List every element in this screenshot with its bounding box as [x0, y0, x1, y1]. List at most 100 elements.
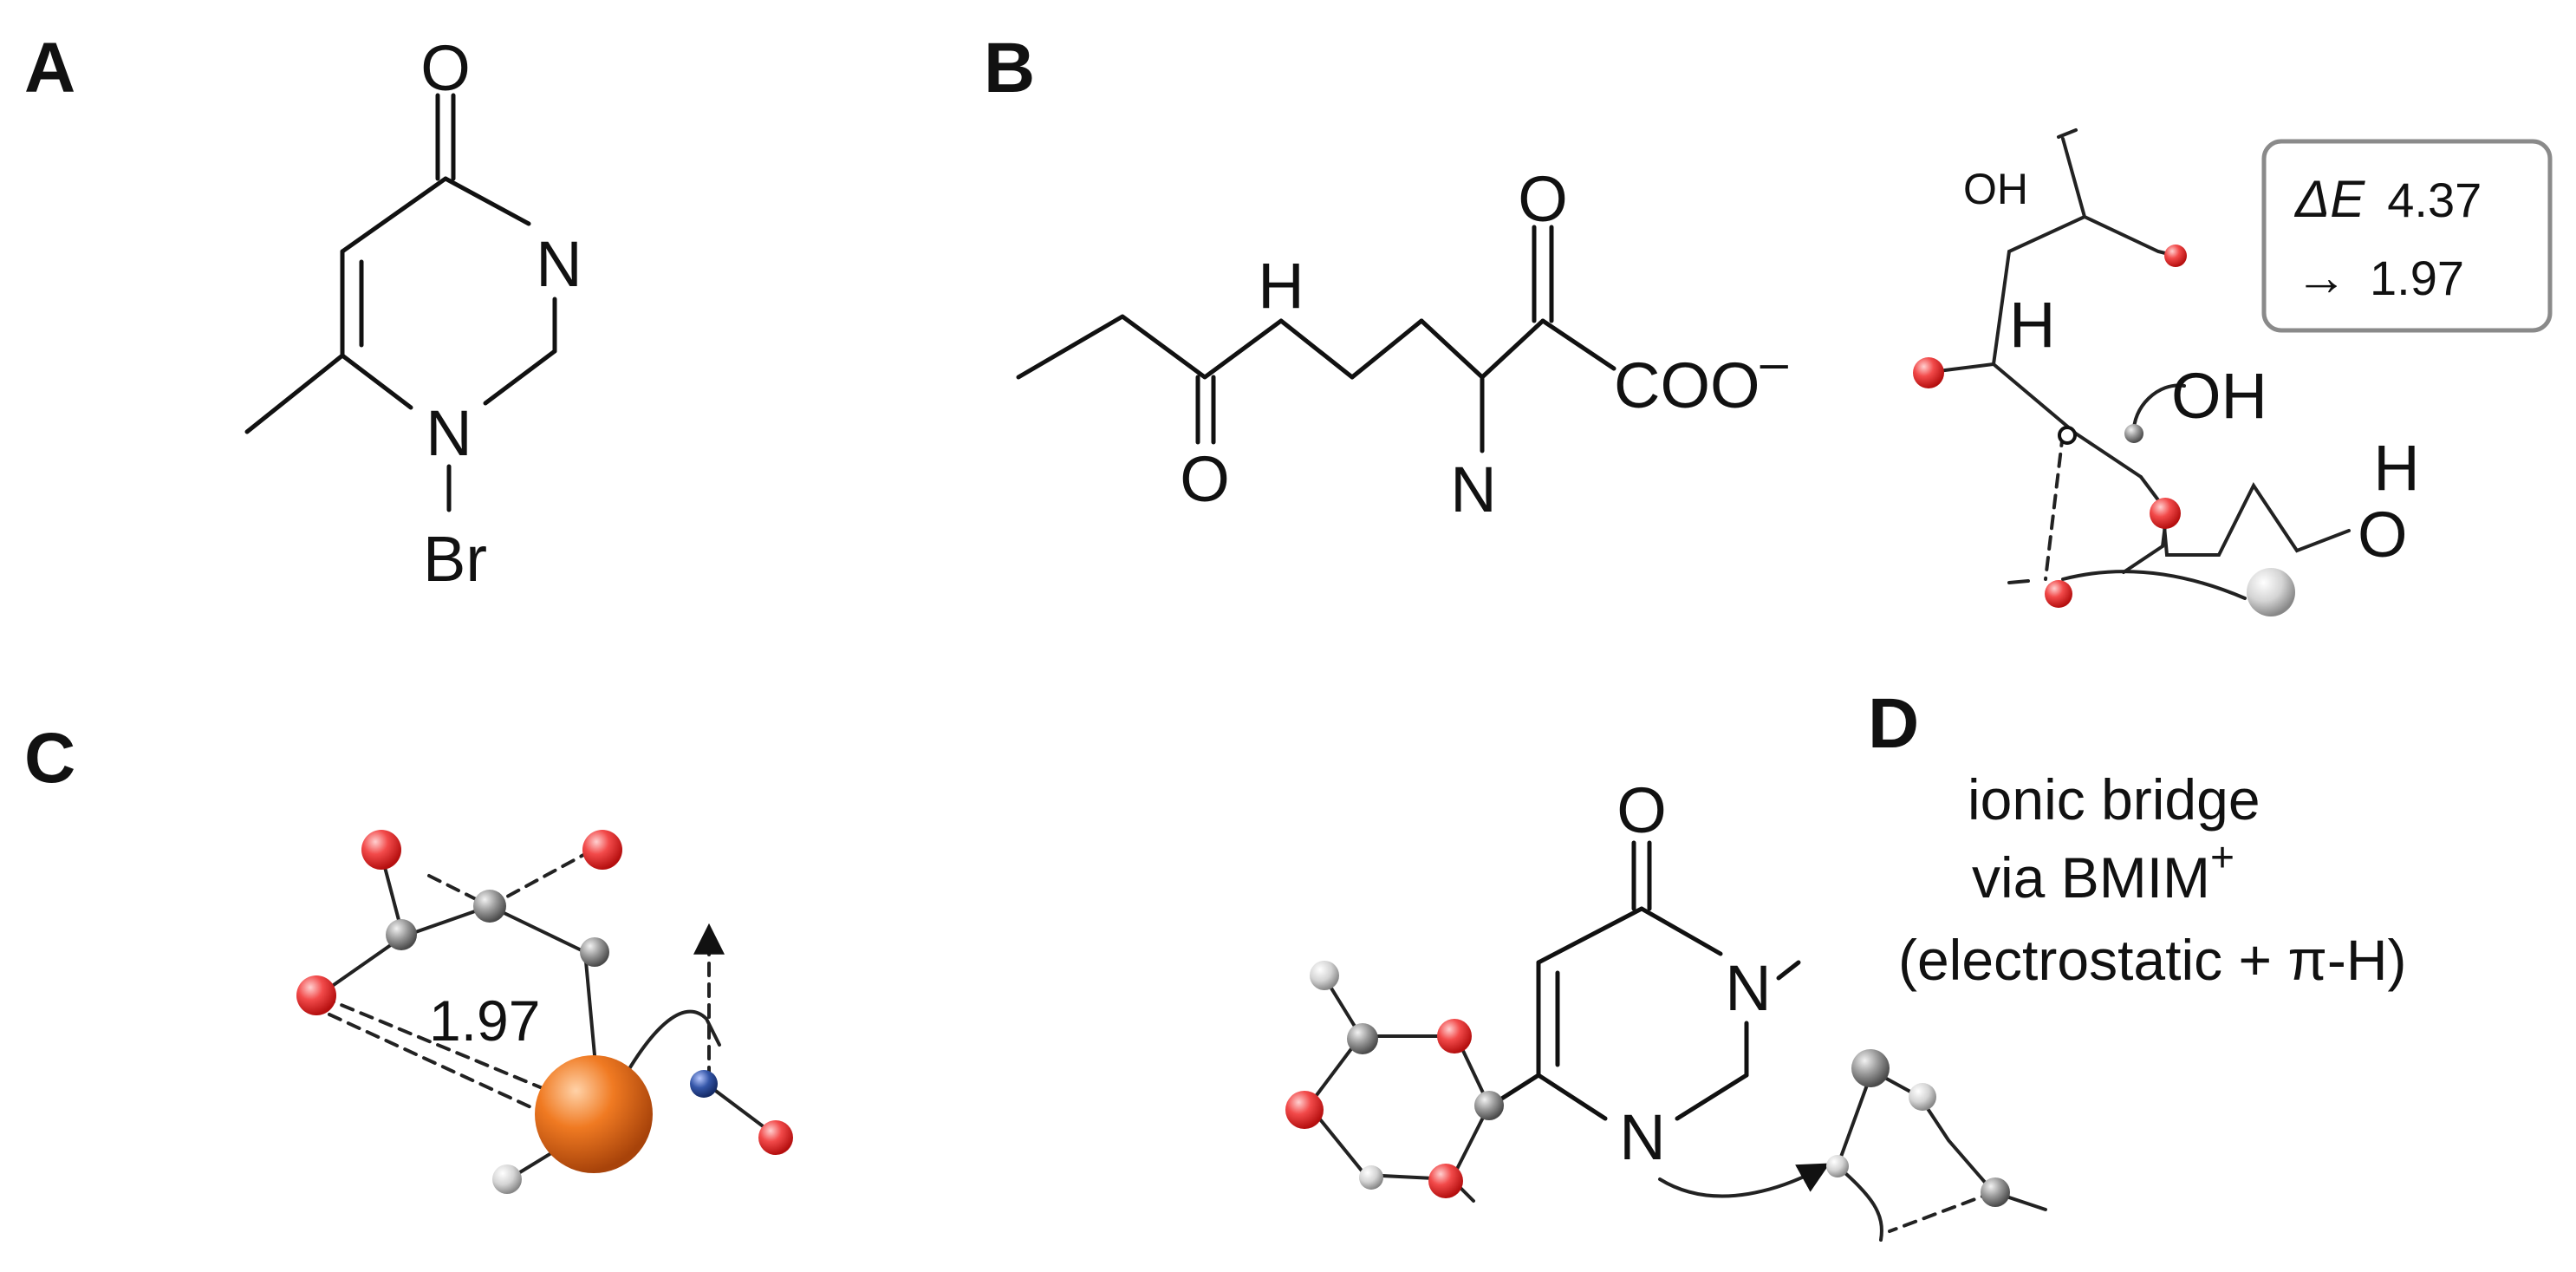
- b-model-bottom-curve: [2061, 570, 2247, 600]
- b-energy-box-frame: [2261, 139, 2553, 333]
- b-model-oh: OH: [2171, 360, 2267, 432]
- d-bond-c2-n1: [1675, 1073, 1749, 1121]
- b-model-hbond: [2044, 432, 2065, 581]
- d-title-line-3: (electrostatic + π-H): [1898, 928, 2407, 992]
- b-oxygen-atom-left: [1913, 357, 1944, 388]
- d-title-line-1: ionic bridge: [1968, 767, 2261, 832]
- c-hydrogen-atom: [492, 1164, 522, 1194]
- d-atom-n1: N: [1619, 1101, 1665, 1173]
- a-bond-n1-c6: [340, 353, 413, 410]
- d-bond-c5-c4: [1536, 906, 1644, 965]
- c-hbond-top-left: [427, 874, 491, 908]
- d-ring-oxygen-2: [1285, 1091, 1324, 1129]
- b-energy-after: 1.97: [2370, 251, 2464, 305]
- a-bond-c2-n1: [483, 349, 557, 406]
- panel-d: D ionic bridge via BMIM+ (electrostatic …: [1285, 684, 2407, 1242]
- b-atom-h: H: [1258, 250, 1304, 322]
- panel-a-label: A: [24, 29, 75, 108]
- a-atom-br: Br: [423, 523, 487, 595]
- b-hydrogen-atom-large: [2247, 568, 2295, 616]
- c-distance-line-b: [328, 1013, 548, 1116]
- b-model-top-chain: [2061, 137, 2177, 258]
- d-title-line-2: via BMIM+: [1972, 835, 2234, 910]
- b-model-h-right: H: [2373, 432, 2419, 504]
- b-model-right-chain: [2161, 482, 2351, 557]
- a-bond-c5-c4: [340, 176, 448, 254]
- a-atom-n1: N: [426, 397, 472, 469]
- a-bond-c4-n3: [443, 176, 531, 226]
- b-bond-to-coo: [1540, 318, 1617, 371]
- b-carbon-atom-small: [2058, 426, 2077, 445]
- b-model-h: H: [2009, 289, 2055, 361]
- c-oxygen-atom-2: [582, 830, 622, 870]
- d-bond-n1-c6: [1536, 1073, 1608, 1121]
- panel-b: B O H N O COO–: [984, 29, 2553, 616]
- d-n3-stub: [1776, 960, 1801, 981]
- d-ring-oxygen-3: [1428, 1164, 1463, 1198]
- d-right-arc: [1836, 1164, 1883, 1242]
- b-model-right-stub: [2122, 545, 2164, 574]
- panel-a: A O N N Br: [24, 29, 582, 595]
- d-right-hydrogen-small: [1826, 1155, 1849, 1177]
- b-model-mid-chain: [1992, 362, 2143, 479]
- a-atom-n3: N: [536, 228, 582, 300]
- c-metal-atom: [535, 1055, 653, 1173]
- b-atom-o-top: O: [1518, 163, 1568, 235]
- d-right-carbon-1: [1851, 1049, 1890, 1087]
- b-chain-end: [1419, 318, 1545, 380]
- d-right-hydrogen: [1909, 1083, 1936, 1111]
- b-energy-before: 4.37: [2387, 173, 2482, 227]
- b-carbon-chain: [1016, 314, 1424, 380]
- d-left-ring: [1306, 1034, 1491, 1182]
- b-coo-group: COO–: [1614, 335, 1789, 421]
- b-model-bottom-stub: [2007, 579, 2030, 584]
- b-model-oh-small: OH: [1963, 165, 2028, 213]
- b-oxygen-atom-mid: [2150, 498, 2181, 529]
- c-carbon-atom-2: [473, 890, 506, 923]
- a-bond-methyl: [244, 353, 345, 434]
- b-coo-text: COO: [1614, 349, 1760, 421]
- c-nitrogen-atom: [690, 1070, 718, 1098]
- b-model-top-stub: [2057, 128, 2078, 139]
- b-carbon-atom: [2124, 424, 2143, 443]
- b-oxygen-atom-bottom: [2045, 580, 2072, 608]
- panel-b-label: B: [984, 29, 1035, 108]
- b-energy-line-2: → 1.97: [2295, 248, 2464, 306]
- a-atom-o: O: [420, 32, 471, 104]
- d-curved-arrow: [1658, 1163, 1831, 1198]
- d-right-dash: [1888, 1190, 1995, 1233]
- b-energy-arrow: →: [2295, 248, 2347, 306]
- d-right-carbon-2: [1981, 1177, 2010, 1207]
- c-distance-line-a: [321, 995, 565, 1099]
- c-hbond-top-right: [488, 852, 587, 908]
- b-energy-line-1: ΔE 4.37: [2293, 170, 2482, 228]
- d-ring-carbon-2: [1474, 1091, 1504, 1120]
- panel-d-label: D: [1868, 684, 1919, 763]
- b-oxygen-atom-top: [2164, 245, 2187, 267]
- b-model-o-right: O: [2358, 499, 2408, 571]
- d-ring-hydrogen-2: [1310, 961, 1339, 990]
- b-3d-model: OH H OH H O: [1913, 128, 2420, 616]
- panel-c-label: C: [24, 719, 75, 798]
- d-title-sup: +: [2210, 835, 2234, 881]
- b-energy-box: ΔE 4.37 → 1.97: [2261, 139, 2553, 333]
- b-model-left-chain: [1922, 215, 2086, 375]
- c-carbon-atom-1: [386, 919, 417, 950]
- c-carbon-atom-3: [580, 937, 609, 967]
- c-distance-label: 1.97: [429, 988, 540, 1053]
- b-coo-charge: –: [1760, 335, 1789, 391]
- c-oxygen-atom-1: [361, 830, 401, 870]
- d-ring-oxygen-1: [1437, 1019, 1472, 1053]
- d-right-chain: [1836, 1068, 2047, 1211]
- panel-c: C 1.97: [24, 719, 793, 1194]
- b-atom-o-bottom: O: [1180, 443, 1230, 515]
- d-atom-n3: N: [1725, 952, 1771, 1024]
- d-ring-hydrogen-1: [1359, 1165, 1383, 1190]
- d-atom-o: O: [1617, 774, 1667, 846]
- c-bond-to-o: [321, 935, 405, 995]
- d-title-via: via BMIM: [1972, 845, 2210, 910]
- b-atom-n: N: [1450, 453, 1496, 525]
- c-oxygen-atom-4: [758, 1120, 793, 1155]
- b-energy-delta: ΔE: [2293, 170, 2365, 228]
